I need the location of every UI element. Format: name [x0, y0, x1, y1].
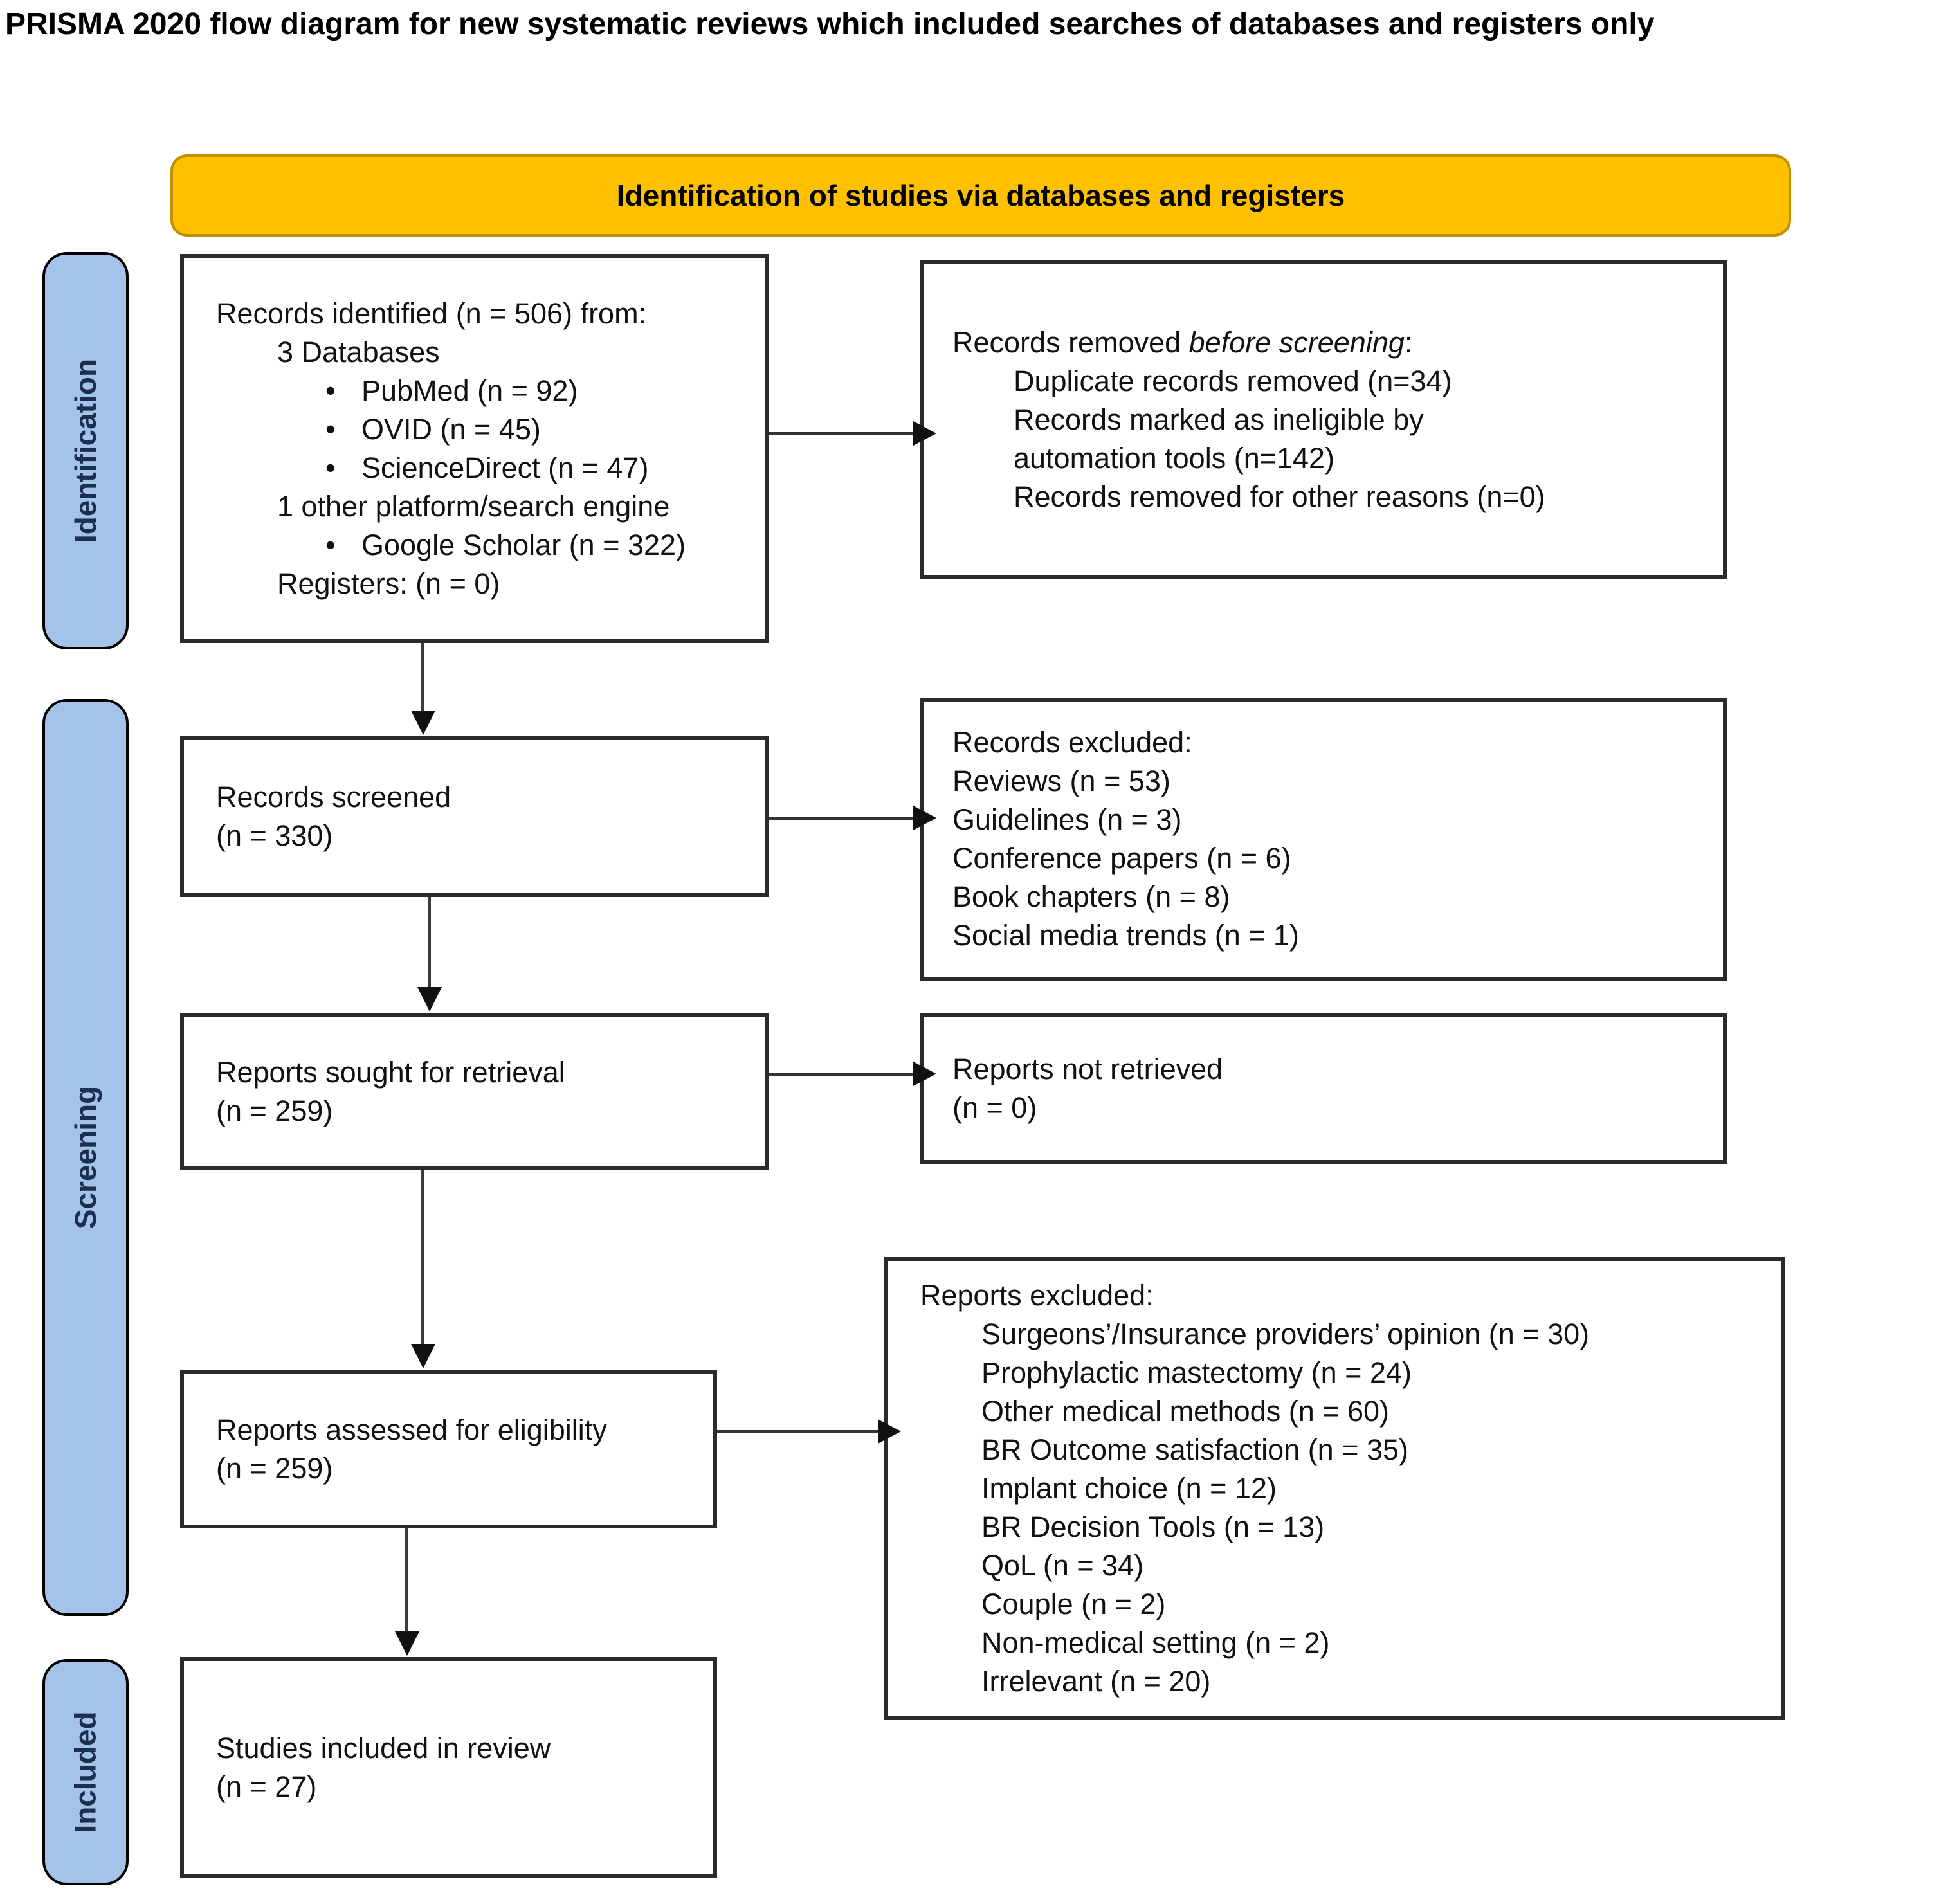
reports-excluded-text: Reports excluded: Surgeons’/Insurance pro…	[888, 1276, 1781, 1701]
bullet-icon: •	[325, 374, 336, 407]
sidebar-stage-screening: Screening	[42, 699, 129, 1616]
bullet-icon: •	[325, 451, 336, 484]
flow-box-line: BR Outcome satisfaction (n = 35)	[981, 1433, 1409, 1466]
flow-box-line: 1 other platform/search engine	[277, 489, 670, 523]
flow-box-line: BR Decision Tools (n = 13)	[981, 1510, 1325, 1543]
arrow-identified-to-removed	[769, 421, 936, 446]
arrow-screened-to-excluded	[769, 806, 936, 830]
stage-label-identification: Identification	[69, 358, 103, 543]
page-title: PRISMA 2020 flow diagram for new systema…	[5, 7, 1655, 41]
flow-box-line: Guidelines (n = 3)	[952, 803, 1182, 836]
bullet-icon: •	[325, 528, 336, 561]
flow-box-line: 3 Databases	[277, 335, 440, 368]
flow-box-records-removed: Records removed before screening: Duplica…	[920, 260, 1727, 579]
flow-box-line: QoL (n = 34)	[981, 1549, 1144, 1582]
flow-box-line: Prophylactic mastectomy (n = 24)	[981, 1356, 1412, 1389]
flow-box-line: Registers: (n = 0)	[277, 567, 500, 600]
records-removed-text: Records removed before screening: Duplica…	[924, 323, 1723, 516]
flow-box-records-screened: Records screened (n = 330)	[180, 736, 769, 897]
bullet-icon: •	[325, 412, 336, 446]
flow-box-reports-not-retrieved: Reports not retrieved (n = 0)	[920, 1013, 1727, 1164]
flow-box-line: Social media trends (n = 1)	[952, 919, 1300, 952]
flow-box-line: Irrelevant (n = 20)	[981, 1665, 1211, 1698]
arrow-assessed-to-excluded	[717, 1419, 901, 1444]
flow-box-line: Conference papers (n = 6)	[952, 842, 1291, 875]
flow-box-line: Reports not retrieved	[952, 1052, 1223, 1085]
arrow-sought-to-not-retrieved	[769, 1062, 936, 1086]
flow-box-line: •ScienceDirect (n = 47)	[216, 449, 754, 487]
arrow-sought-to-assessed	[411, 1170, 435, 1368]
reports-not-retrieved-text: Reports not retrieved (n = 0)	[924, 1050, 1723, 1127]
flow-box-reports-assessed: Reports assessed for eligibility (n = 259…	[180, 1370, 717, 1528]
flow-box-line: Non-medical setting (n = 2)	[981, 1626, 1330, 1659]
flow-box-line: (n = 259)	[216, 1094, 333, 1127]
flow-box-line: Reports excluded:	[920, 1279, 1154, 1312]
arrow-screened-to-sought	[417, 897, 442, 1011]
flow-box-line: Records removed before screening:	[952, 325, 1413, 359]
flow-box-line: Other medical methods (n = 60)	[981, 1395, 1390, 1428]
flow-box-line: (n = 0)	[952, 1091, 1037, 1124]
flow-box-line: Implant choice (n = 12)	[981, 1472, 1277, 1505]
flow-box-line: Records identified (n = 506) from:	[216, 296, 647, 330]
flow-box-line: (n = 259)	[216, 1451, 333, 1485]
flow-box-line: Duplicate records removed (n=34)	[1014, 364, 1452, 397]
flow-box-line: Records excluded:	[952, 726, 1192, 759]
flow-box-line: •Google Scholar (n = 322)	[216, 526, 754, 565]
studies-included-text: Studies included in review (n = 27)	[184, 1729, 713, 1806]
flow-box-line: Records marked as ineligible by	[1014, 403, 1424, 436]
flow-box-line: (n = 27)	[216, 1770, 317, 1803]
stage-label-included: Included	[69, 1711, 102, 1833]
reports-sought-text: Reports sought for retrieval (n = 259)	[184, 1053, 765, 1130]
flow-box-line: Studies included in review	[216, 1731, 551, 1764]
flow-box-line: Surgeons’/Insurance providers’ opinion (…	[981, 1318, 1590, 1350]
arrow-assessed-to-included	[395, 1528, 419, 1656]
flow-box-reports-excluded: Reports excluded: Surgeons’/Insurance pro…	[884, 1257, 1785, 1720]
flow-box-studies-included: Studies included in review (n = 27)	[180, 1657, 717, 1878]
stage-banner-label: Identification of studies via databases …	[616, 179, 1345, 212]
flow-box-line: •PubMed (n = 92)	[216, 372, 754, 410]
records-identified-text: Records identified (n = 506) from: 3 Data…	[184, 295, 765, 603]
flow-box-line: Records screened	[216, 781, 451, 813]
arrow-identified-to-screened	[411, 643, 435, 735]
flow-box-line: (n = 330)	[216, 819, 333, 852]
records-screened-text: Records screened (n = 330)	[184, 778, 765, 855]
sidebar-stage-identification: Identification	[42, 252, 129, 649]
flow-box-line: Reviews (n = 53)	[952, 765, 1170, 797]
flow-box-line: Reports sought for retrieval	[216, 1055, 565, 1089]
flow-box-line: Book chapters (n = 8)	[952, 880, 1230, 913]
reports-assessed-text: Reports assessed for eligibility (n = 259…	[184, 1411, 713, 1488]
flow-box-line: Couple (n = 2)	[981, 1588, 1166, 1620]
flow-box-line: Reports assessed for eligibility	[216, 1413, 607, 1446]
sidebar-stage-included: Included	[42, 1659, 129, 1885]
flow-box-line: •OVID (n = 45)	[216, 410, 754, 449]
stage-label-screening: Screening	[69, 1085, 103, 1229]
flow-box-line: automation tools (n=142)	[1014, 441, 1335, 475]
records-excluded-text: Records excluded: Reviews (n = 53) Guideli…	[924, 723, 1723, 955]
flow-box-reports-sought: Reports sought for retrieval (n = 259)	[180, 1013, 769, 1170]
flow-box-line: Records removed for other reasons (n=0)	[1014, 480, 1545, 513]
flow-box-records-excluded: Records excluded: Reviews (n = 53) Guideli…	[920, 698, 1727, 981]
flow-box-records-identified: Records identified (n = 506) from: 3 Data…	[180, 254, 769, 643]
stage-banner: Identification of studies via databases …	[170, 154, 1791, 237]
